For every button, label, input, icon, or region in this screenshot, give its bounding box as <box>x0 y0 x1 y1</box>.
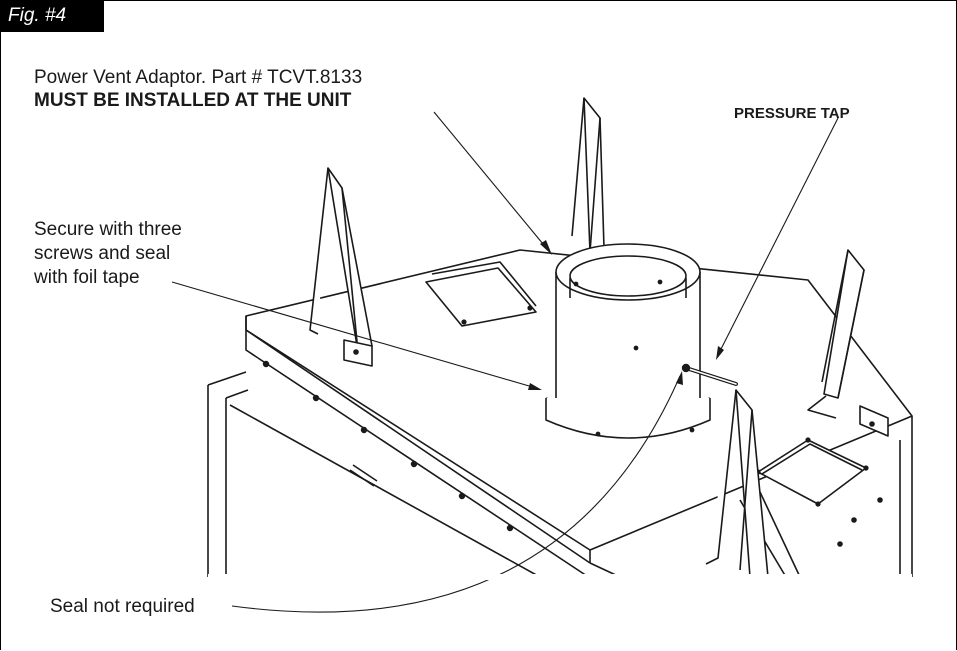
pressure-tap-callout: PRESSURE TAP <box>734 105 850 122</box>
leader-arrowheads <box>528 240 724 390</box>
pressure-tap-tube <box>681 363 738 386</box>
leader-pressure-tap <box>717 117 839 356</box>
leader-secure <box>171 281 537 389</box>
standoff-bracket-left <box>309 167 373 367</box>
standoff-bracket-right-back <box>807 249 889 437</box>
secure-callout-line3: with foil tape <box>34 267 140 288</box>
access-plate-left <box>425 261 537 327</box>
leader-adaptor <box>433 111 549 251</box>
unit-front-body <box>207 371 541 578</box>
adaptor-callout-line2: MUST BE INSTALLED AT THE UNIT <box>34 90 352 111</box>
power-vent-adaptor <box>545 243 711 439</box>
leader-seal <box>231 375 681 613</box>
front-rail <box>245 329 591 579</box>
secure-callout-line2: screws and seal <box>34 243 171 264</box>
figure-number-tag: Fig. #4 <box>0 0 104 32</box>
adaptor-callout-line1: Power Vent Adaptor. Part # TCVT.8133 <box>34 67 363 88</box>
standoff-bracket-center <box>571 97 605 253</box>
access-plate-right <box>755 437 869 507</box>
secure-callout-line1: Secure with three <box>34 219 182 240</box>
leader-lines <box>171 111 839 613</box>
seal-callout: Seal not required <box>50 596 195 617</box>
